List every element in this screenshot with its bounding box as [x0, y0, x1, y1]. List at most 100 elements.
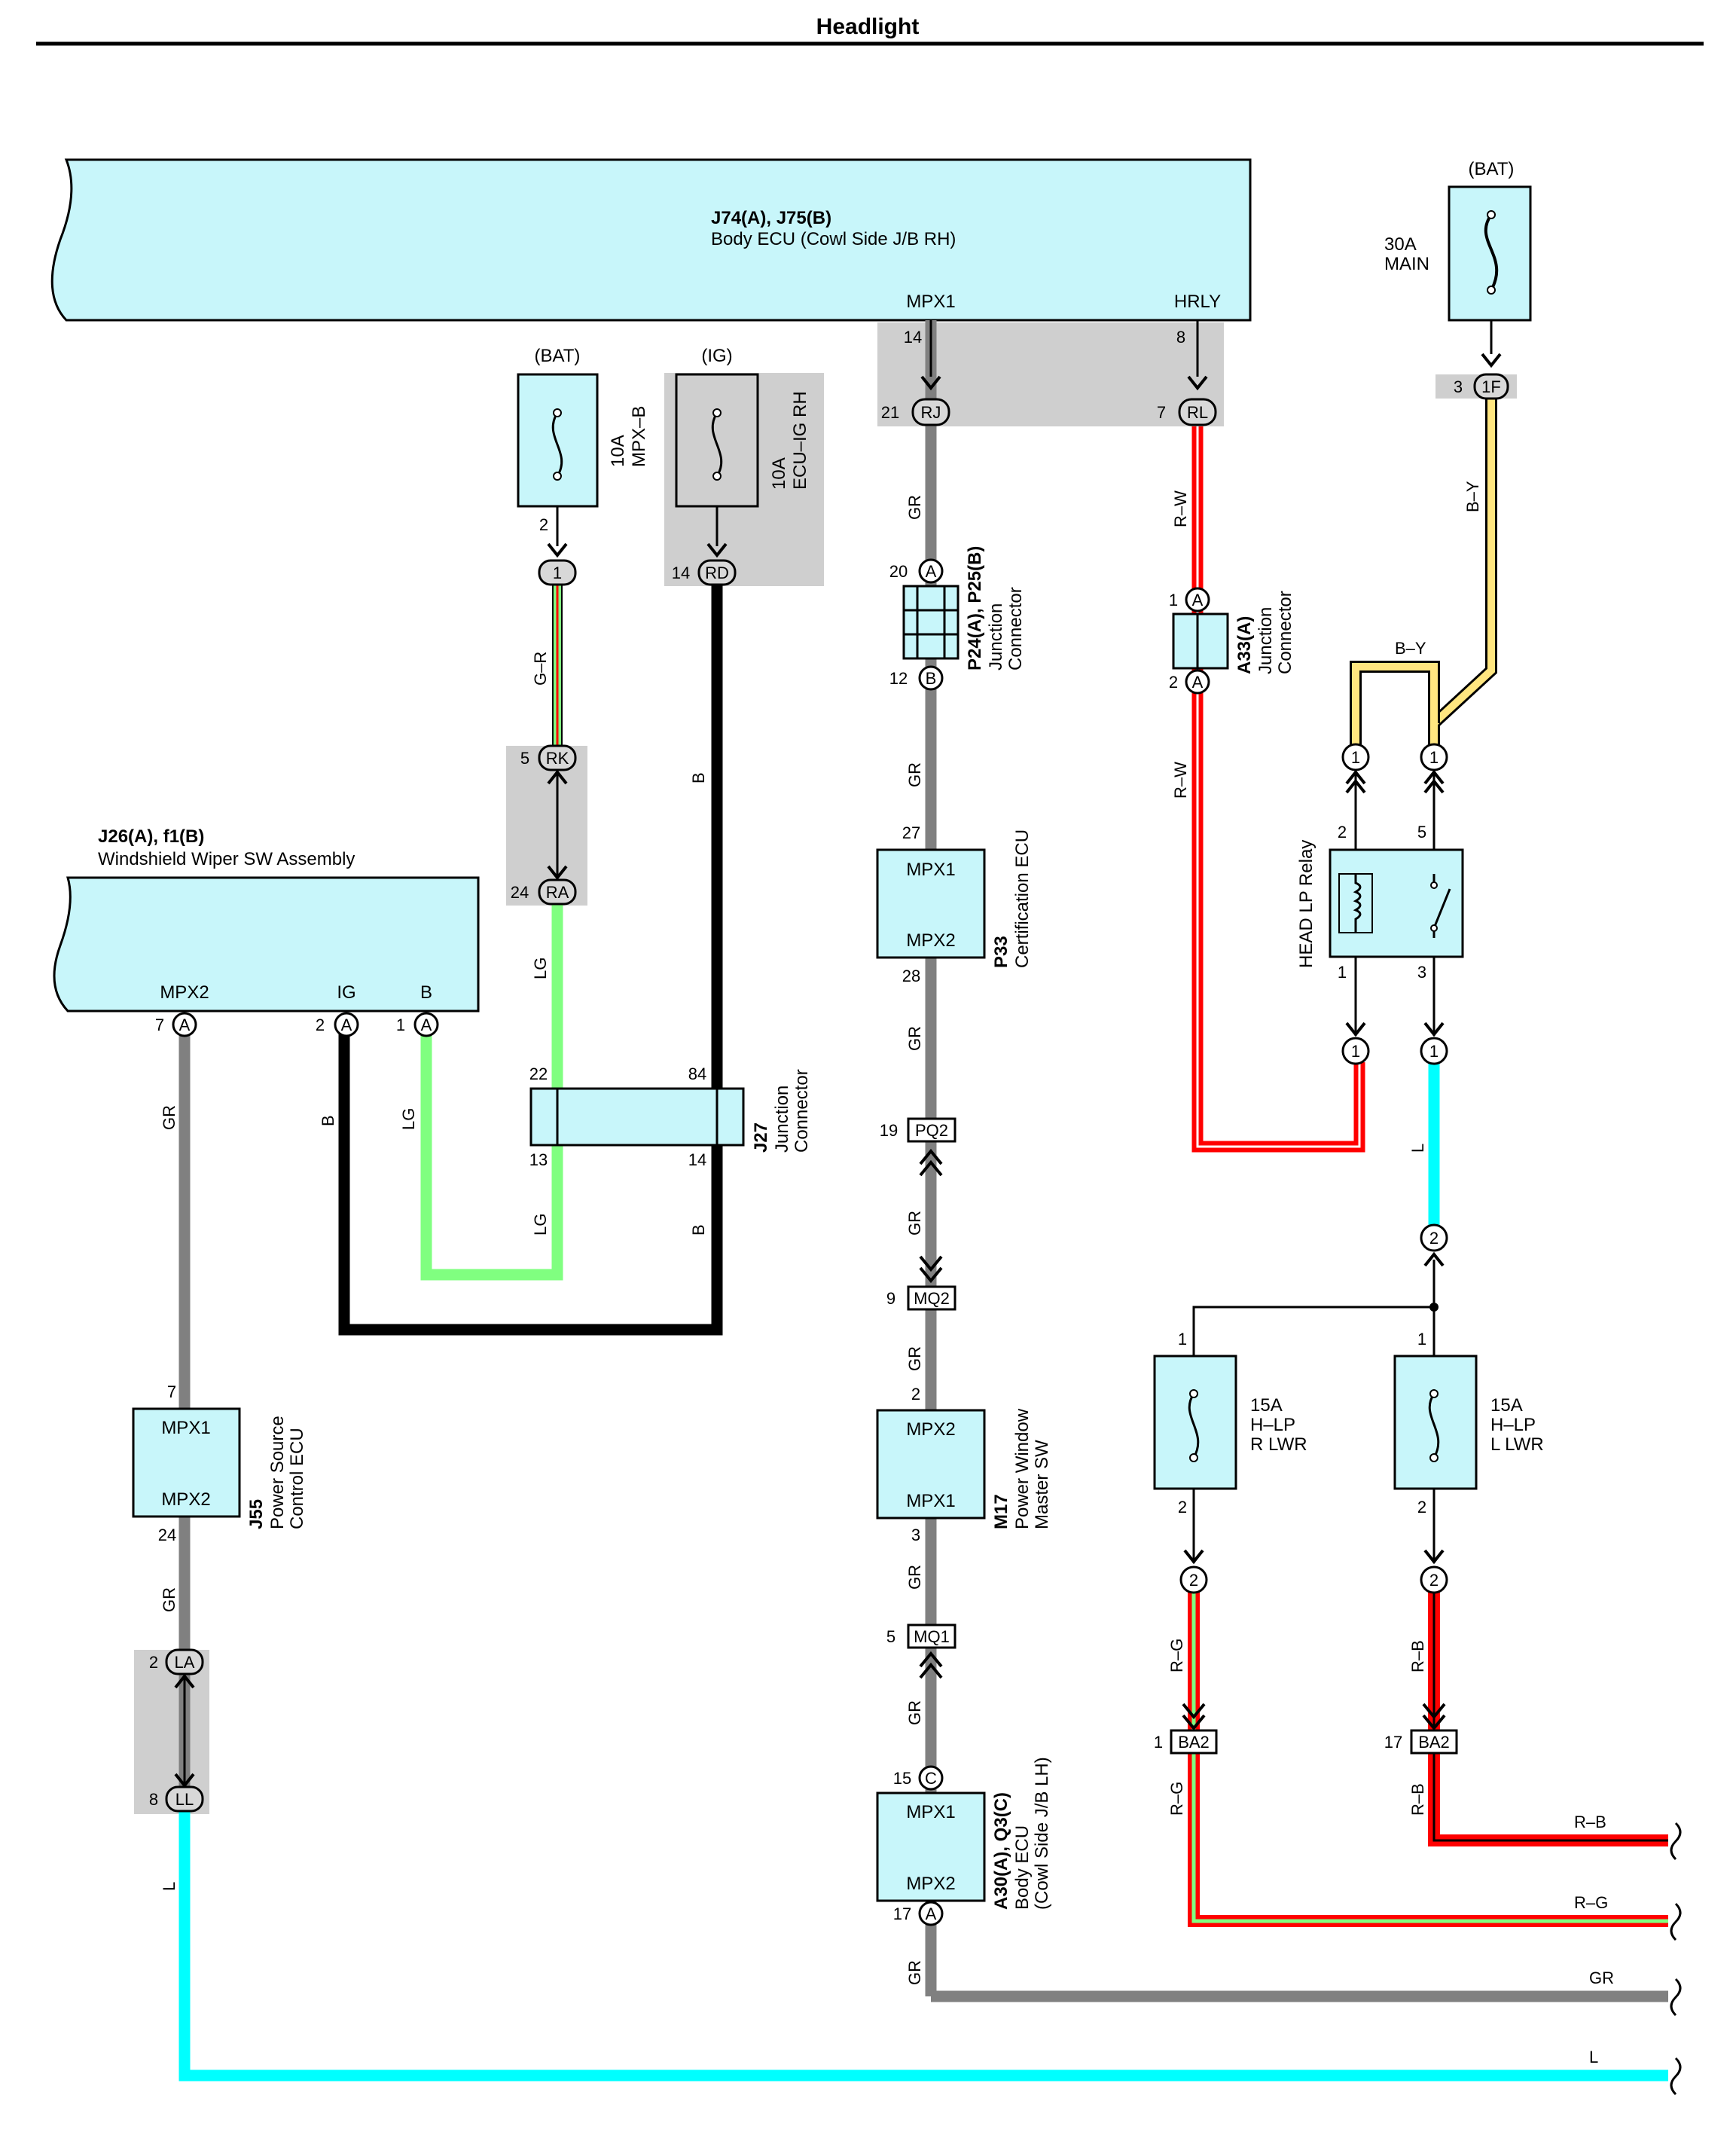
svg-text:RA: RA	[546, 883, 569, 902]
wiper-pin-mpx2: MPX2	[160, 982, 209, 1003]
p33-box	[876, 848, 986, 959]
p24-connector-a	[918, 558, 944, 584]
ecuig-fuse-name: ECU–IG RH	[790, 391, 810, 490]
svg-text:2: 2	[1429, 1229, 1439, 1248]
connector-mpxb-1	[538, 559, 577, 586]
wire-label-lg-lower: LG	[531, 1214, 550, 1236]
svg-text:1: 1	[396, 1016, 405, 1034]
m17-line2: Master SW	[1032, 1440, 1052, 1529]
wire-fuse-split	[1192, 1306, 1435, 1356]
la-ll-shade	[134, 1650, 209, 1814]
connector-ba2-l	[1410, 1729, 1458, 1755]
p33-top: MPX1	[906, 860, 955, 880]
relay-box	[1329, 848, 1464, 958]
svg-text:14: 14	[904, 328, 922, 347]
svg-text:5: 5	[886, 1627, 895, 1646]
svg-text:RK: RK	[546, 749, 569, 768]
wire-label-gr-5: GR	[905, 1346, 924, 1371]
a33-id: A33(A)	[1234, 616, 1255, 674]
svg-text:17: 17	[1384, 1733, 1402, 1752]
svg-text:7: 7	[167, 1382, 176, 1401]
diagram-title: Headlight	[816, 14, 920, 39]
wiper-sw-name: Windshield Wiper SW Assembly	[98, 849, 355, 869]
a30-connector-c	[918, 1765, 944, 1791]
a33-box	[1172, 612, 1229, 670]
wiper-sw-box	[53, 876, 480, 1013]
mpxb-fuse-name: MPX–B	[629, 406, 649, 467]
wire-lg-wiper	[420, 1025, 563, 1281]
wire-label-rw-2: R–W	[1171, 762, 1190, 799]
p24-box	[902, 585, 960, 660]
connector-mq1	[907, 1623, 956, 1649]
relay-name: HEAD LP Relay	[1296, 840, 1316, 968]
wire-label-gr-7: GR	[905, 1700, 924, 1725]
svg-text:C: C	[925, 1769, 937, 1788]
a30-id: A30(A), Q3(C)	[991, 1792, 1011, 1910]
a30-bottom: MPX2	[906, 1874, 955, 1894]
wire-label-gr-bottom: GR	[1589, 1969, 1614, 1987]
wire-label-rb-1: R–B	[1408, 1640, 1427, 1672]
fuse-l-lwr-amp: 15A	[1490, 1395, 1523, 1416]
svg-text:1: 1	[1417, 1330, 1426, 1349]
svg-text:1: 1	[1169, 591, 1178, 609]
wiper-connector-a2	[334, 1012, 359, 1037]
wire-label-gr-8: GR	[905, 1960, 924, 1985]
mpxb-fuse-box	[517, 373, 599, 508]
wire-b-wiper	[338, 1025, 723, 1336]
j55-id: J55	[246, 1499, 267, 1529]
svg-text:LL: LL	[175, 1790, 194, 1809]
mpxb-fuse-source: (BAT)	[535, 346, 581, 366]
wire-label-gr-3: GR	[905, 1026, 924, 1051]
wire-label-gr-j55: GR	[160, 1587, 178, 1612]
svg-text:7: 7	[155, 1016, 164, 1034]
wire-label-rb-2: R–B	[1408, 1783, 1427, 1816]
fuse-r-lwr-line1: H–LP	[1250, 1415, 1295, 1435]
a33-connector-a1	[1185, 587, 1210, 612]
mpxb-fuse-element	[551, 412, 563, 477]
svg-text:1: 1	[1429, 1042, 1439, 1061]
p24-line2: Connector	[1005, 587, 1026, 670]
fuse-l-lwr-box	[1393, 1355, 1478, 1490]
fuse-r-lwr-element	[1188, 1393, 1200, 1458]
body-ecu-rh-name: Body ECU (Cowl Side J/B RH)	[711, 229, 956, 249]
connector-rl	[1178, 398, 1217, 426]
pin-mpx1-label: MPX1	[906, 292, 955, 312]
svg-text:22: 22	[529, 1064, 548, 1083]
m17-top: MPX2	[906, 1419, 955, 1440]
wire-label-lg-upper: LG	[531, 958, 550, 979]
j27-box	[529, 1087, 745, 1147]
wire-label-by-vertical: B–Y	[1463, 481, 1482, 512]
wire-label-l-left: L	[160, 1882, 178, 1891]
connector-mq2	[907, 1285, 956, 1311]
connector-rd	[697, 559, 737, 586]
svg-text:BA2: BA2	[1178, 1733, 1210, 1752]
wire-end-l	[1670, 2057, 1682, 2096]
svg-text:2: 2	[1417, 1498, 1426, 1517]
wire-label-gr-1: GR	[905, 495, 924, 520]
svg-text:RL: RL	[1187, 403, 1208, 422]
svg-text:A: A	[179, 1016, 191, 1034]
svg-text:84: 84	[688, 1064, 706, 1083]
svg-text:24: 24	[511, 883, 529, 902]
svg-text:5: 5	[1417, 823, 1426, 841]
wire-label-b-lower: B	[689, 1224, 708, 1236]
main-fuse-name: MAIN	[1384, 254, 1429, 274]
svg-text:A: A	[926, 562, 937, 581]
p33-bottom: MPX2	[906, 930, 955, 951]
p24-connector-b	[918, 665, 944, 691]
svg-text:2: 2	[316, 1016, 325, 1034]
mpxb-fuse-amp: 10A	[608, 435, 628, 467]
svg-text:19: 19	[880, 1121, 898, 1140]
ecuig-fuse-box	[675, 373, 759, 508]
connector-rj	[911, 398, 950, 426]
j27-id: J27	[751, 1123, 771, 1153]
svg-text:9: 9	[886, 1289, 895, 1308]
connector-pq2	[907, 1117, 956, 1143]
m17-line1: Power Window	[1012, 1408, 1033, 1529]
svg-text:21: 21	[881, 403, 899, 422]
a30-line1: Body ECU	[1012, 1825, 1033, 1910]
wire-end-gr	[1670, 1978, 1682, 2017]
wire-label-l-right: L	[1408, 1144, 1427, 1153]
svg-text:A: A	[421, 1016, 432, 1034]
j55-box	[132, 1407, 241, 1518]
